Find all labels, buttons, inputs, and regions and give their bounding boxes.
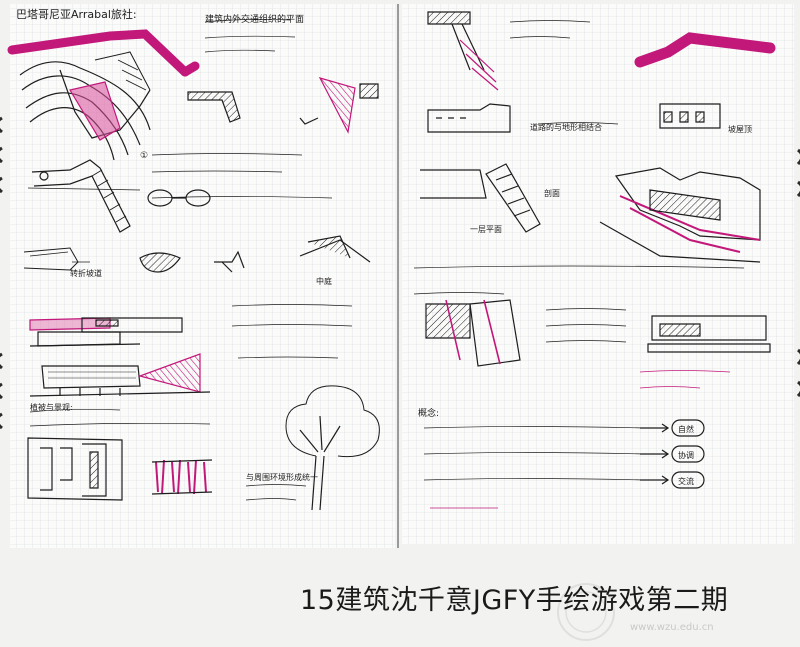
binder-rings-right	[796, 148, 800, 398]
concept-heading: 概念:	[418, 407, 439, 419]
concept-exchange: 交流	[678, 476, 694, 486]
left-note-7: 与周围环境形成统一	[246, 472, 318, 482]
left-note-5: 中庭	[316, 276, 332, 286]
right-note-1: 道路的与地形相结合	[530, 122, 602, 132]
concept-nature: 自然	[678, 424, 694, 434]
right-note-2: 一层平面	[470, 225, 502, 234]
watermark-url: www.wzu.edu.cn	[630, 622, 714, 633]
right-note-4: 剖面	[544, 188, 560, 198]
left-title-text: 巴塔哥尼亚Arrabal旅社:	[16, 7, 137, 21]
right-page	[402, 4, 794, 544]
left-note-6: 植被与景观:	[30, 402, 73, 412]
left-note-2: 转折坡道	[70, 268, 102, 278]
svg-text:①: ①	[140, 151, 148, 161]
caption-title: 15建筑沈千意JGFY手绘游戏第二期	[300, 585, 729, 616]
watermark-logo	[557, 583, 615, 641]
concept-harmony: 协调	[678, 450, 694, 460]
left-sketches: 巴塔哥尼亚Arrabal旅社: 建筑内外交通组织的平面 ①	[7, 7, 380, 511]
left-note-1: 建筑内外交通组织的平面	[205, 13, 304, 25]
right-sketches: 自然 协调 交流 概念: 道路的与地形相结合 一层平面 坡屋顶 剖面	[413, 11, 776, 509]
binder-rings	[0, 116, 3, 430]
right-note-3: 坡屋顶	[728, 124, 752, 134]
